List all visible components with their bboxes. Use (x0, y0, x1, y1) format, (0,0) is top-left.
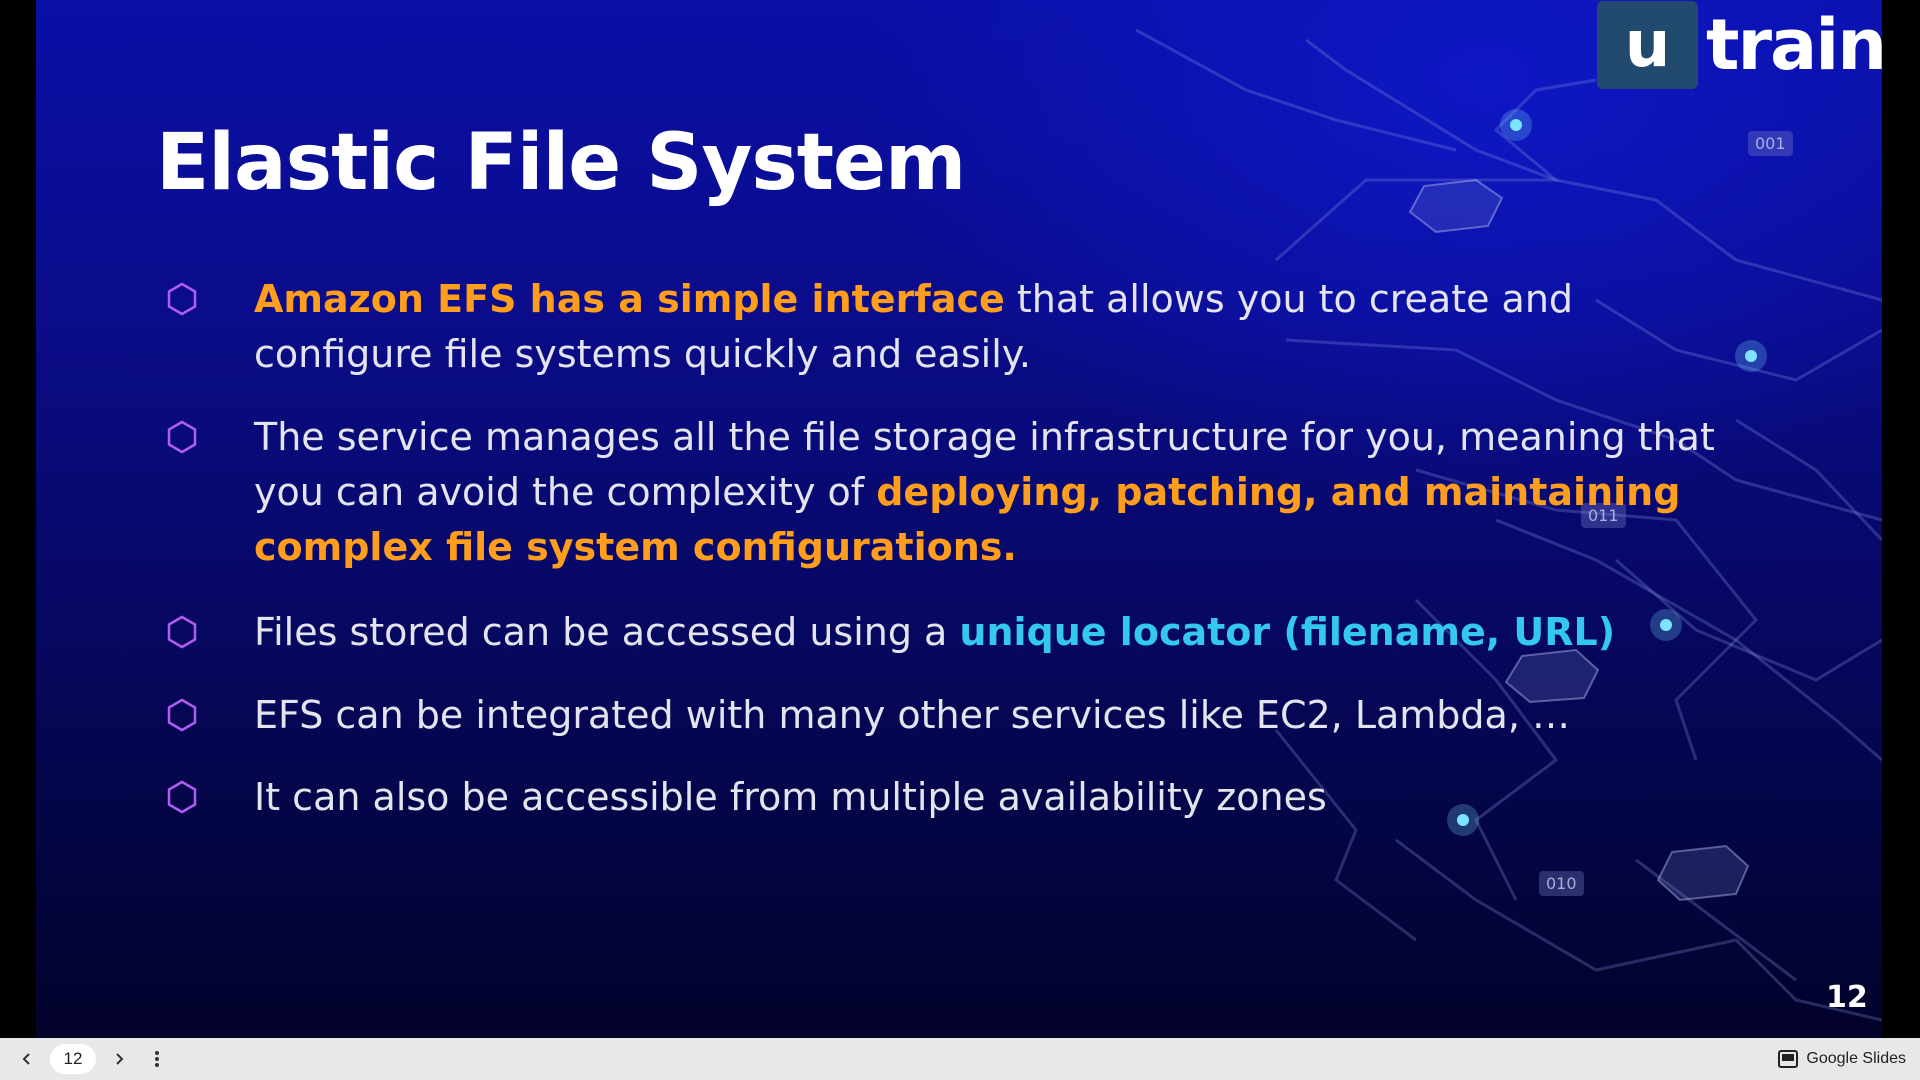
bullet-item: EFS can be integrated with many other se… (166, 688, 1724, 743)
bullet-item: The service manages all the file storage… (166, 410, 1724, 575)
body-text: Files stored can be accessed using a (254, 610, 960, 654)
google-slides-link[interactable]: Google Slides (1778, 1038, 1906, 1080)
binary-tag: 001 (1748, 131, 1793, 156)
utrain-logo: u train (1597, 0, 1882, 90)
chevron-right-icon (116, 1053, 124, 1065)
body-text: The service manages all the file storage… (254, 415, 1715, 514)
slides-icon (1778, 1050, 1799, 1068)
presentation-stage: 001 011 010 u train Elastic File System … (36, 0, 1882, 1038)
bullet-text: Files stored can be accessed using a uni… (254, 605, 1724, 660)
logo-mark: u (1597, 1, 1698, 89)
page-number-input[interactable] (50, 1044, 96, 1074)
hexagon-icon (166, 410, 254, 575)
binary-tag: 011 (1581, 503, 1626, 528)
hexagon-icon (166, 605, 254, 660)
bullet-text: It can also be accessible from multiple … (254, 770, 1724, 825)
next-slide-button[interactable] (100, 1038, 138, 1080)
bullet-item: Files stored can be accessed using a uni… (166, 605, 1724, 660)
bullet-item: Amazon EFS has a simple interface that a… (166, 272, 1724, 382)
body-text: It can also be accessible from multiple … (254, 775, 1327, 819)
bullet-item: It can also be accessible from multiple … (166, 770, 1724, 825)
logo-wordmark: train (1706, 4, 1882, 86)
hexagon-icon (166, 272, 254, 382)
google-slides-label: Google Slides (1806, 1050, 1906, 1067)
network-background-graphic (1135, 28, 1882, 1022)
slide-page-number: 12 (1826, 980, 1868, 1015)
highlight-text: unique locator (filename, URL) (959, 610, 1616, 654)
hexagon-icon (166, 770, 254, 825)
bullet-text: Amazon EFS has a simple interface that a… (254, 272, 1724, 382)
body-text: that allows you to create and configure … (254, 277, 1574, 376)
hexagon-icon (166, 688, 254, 743)
body-text: EFS can be integrated with many other se… (254, 693, 1570, 737)
more-vertical-icon (155, 1051, 159, 1067)
binary-tag: 010 (1539, 871, 1584, 896)
slide-title: Elastic File System (156, 118, 966, 208)
chevron-left-icon (22, 1053, 30, 1065)
slide: 001 011 010 u train Elastic File System … (36, 0, 1882, 1038)
bullet-text: The service manages all the file storage… (254, 410, 1724, 575)
bullet-text: EFS can be integrated with many other se… (254, 688, 1724, 743)
previous-slide-button[interactable] (8, 1038, 46, 1080)
highlight-text: Amazon EFS has a simple interface (254, 277, 1005, 321)
slides-toolbar: Google Slides (0, 1038, 1920, 1080)
more-options-button[interactable] (138, 1038, 176, 1080)
highlight-text: deploying, patching, and maintaining com… (254, 470, 1681, 569)
